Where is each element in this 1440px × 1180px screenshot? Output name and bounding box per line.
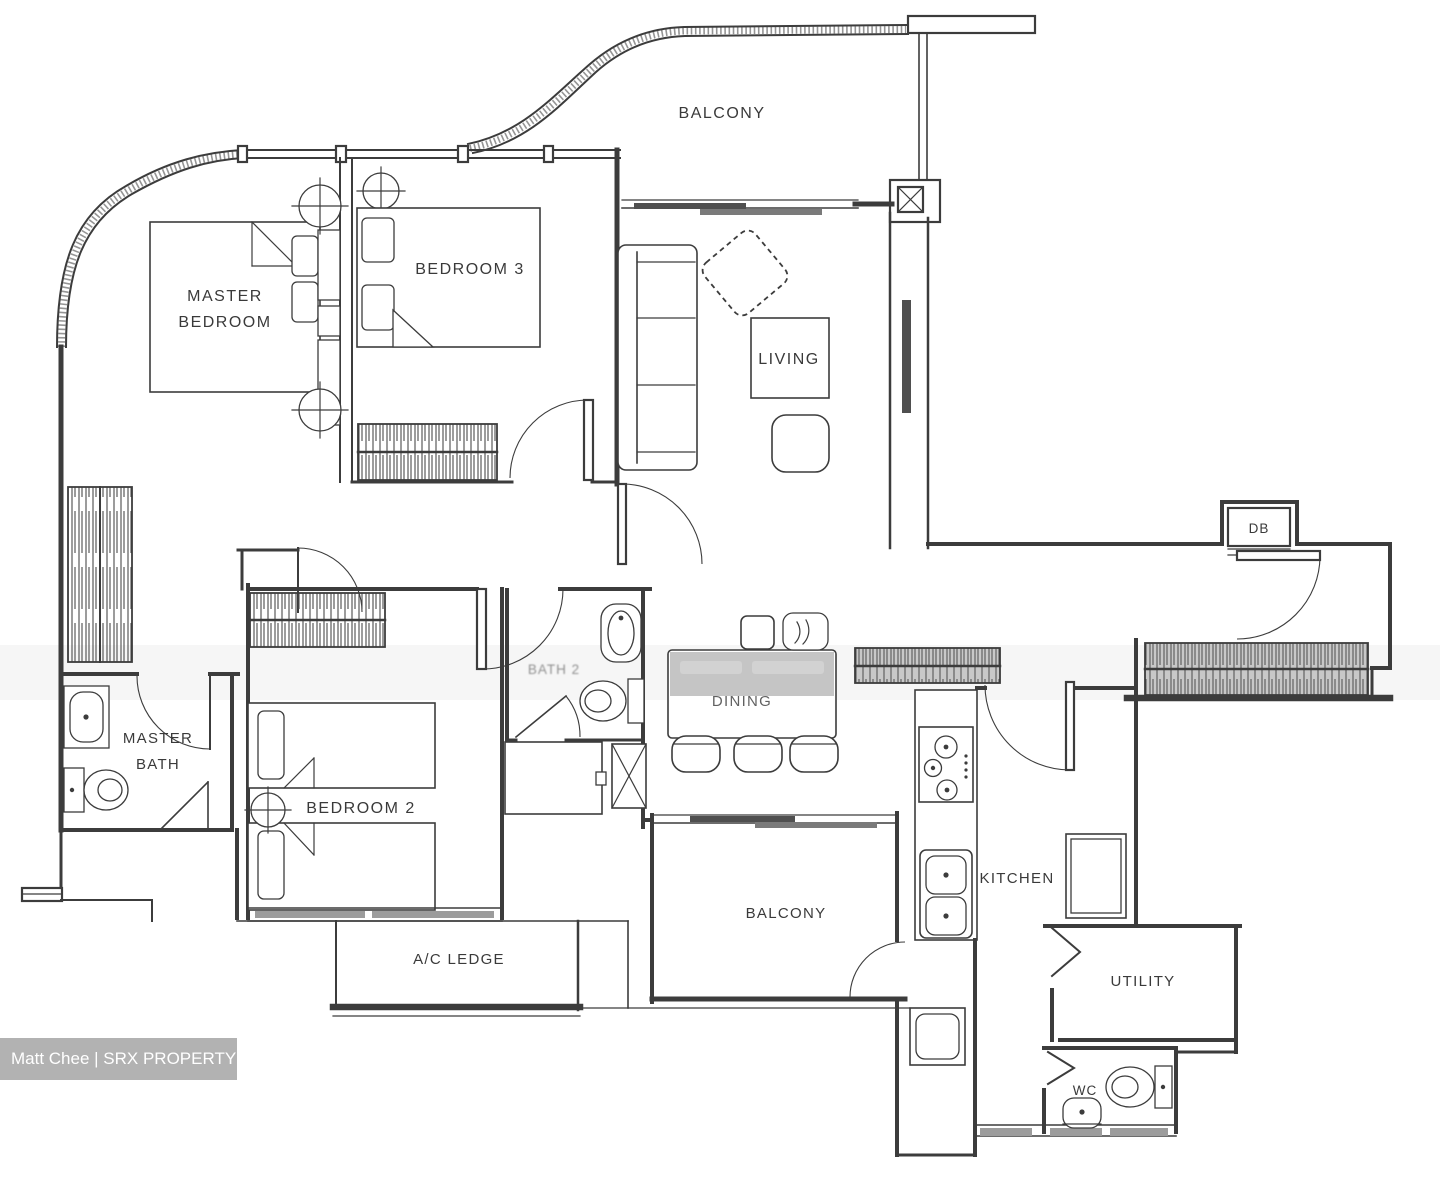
living-room-walls	[614, 147, 930, 550]
shaft-icon	[611, 743, 647, 809]
kitchen-cabinet-icon	[853, 647, 1002, 684]
door-arc	[136, 675, 211, 750]
vanity-sink-icon	[600, 603, 642, 663]
label-wc: WC	[1073, 1083, 1098, 1098]
label-db: DB	[1249, 521, 1270, 536]
coffee-table-icon	[750, 317, 830, 399]
dining-set	[667, 612, 839, 773]
rug-icon	[701, 229, 789, 317]
label-balcony-top: BALCONY	[679, 105, 766, 122]
kitchen	[853, 647, 1138, 941]
chair-icon	[733, 735, 783, 773]
door-leaf	[160, 780, 210, 830]
column-x-icon	[888, 178, 942, 224]
cabinet-icon	[504, 741, 603, 815]
folding-door-icon	[1050, 926, 1082, 978]
toilet-icon	[63, 767, 129, 813]
label-master-bedroom: BEDROOM	[178, 314, 271, 331]
label-dining: DINING	[712, 693, 772, 710]
wardrobe-icon	[1143, 642, 1370, 696]
bedroom2	[244, 583, 652, 922]
door-leaf	[616, 482, 628, 566]
toilet-icon	[579, 678, 645, 724]
fridge-icon	[1065, 833, 1127, 919]
walls-exterior	[20, 14, 1037, 922]
master-bath	[59, 672, 240, 920]
pillow-icon	[257, 710, 285, 780]
toilet-icon	[1105, 1065, 1173, 1109]
door-arc	[482, 588, 564, 670]
stove-icon	[918, 726, 974, 803]
label-kitchen: KITCHEN	[980, 870, 1055, 887]
label-living: LIVING	[758, 351, 819, 368]
door-leaf	[1064, 680, 1076, 772]
sofa-icon	[617, 244, 698, 471]
washing-machine-icon	[909, 1007, 966, 1066]
entrance-corridor	[926, 500, 1394, 924]
label-bedroom2: BEDROOM 2	[306, 800, 416, 817]
label-master-bedroom: MASTER	[187, 288, 263, 305]
bath2	[504, 588, 647, 829]
pillow-icon	[361, 284, 395, 331]
bedroom3-walls	[350, 398, 619, 484]
basin-icon	[1062, 1097, 1102, 1129]
door-arc	[621, 483, 703, 565]
table-item-icon	[740, 615, 775, 650]
room-labels: BALCONY MASTER BEDROOM BEDROOM 3 LIVING …	[123, 105, 1270, 1098]
pillow-icon	[291, 281, 319, 323]
door-arc	[849, 941, 906, 998]
pillow-icon	[257, 830, 285, 900]
column-circle-icon	[356, 166, 406, 216]
divider-wall-wardrobe	[291, 157, 406, 483]
balcony-bottom-walls	[582, 811, 911, 1009]
label-balcony-bottom: BALCONY	[746, 905, 827, 922]
tv-console-icon	[902, 300, 911, 413]
ac-ledge-walls	[236, 919, 629, 1017]
folding-door-icon	[1046, 1050, 1076, 1086]
label-bedroom3: BEDROOM 3	[415, 261, 525, 278]
chair-icon	[671, 735, 721, 773]
column-circle-icon	[291, 381, 349, 439]
utility-wc	[895, 924, 1242, 1157]
label-master-bath: BATH	[136, 756, 180, 773]
watermark-badge: Matt Chee | SRX PROPERTY	[0, 1038, 237, 1080]
master-bedroom-furniture	[67, 221, 321, 663]
db-box	[1226, 506, 1292, 548]
column-circle-icon	[244, 786, 292, 834]
door-leaf	[582, 398, 595, 482]
door-arc	[565, 695, 581, 738]
pillow-icon	[291, 235, 319, 277]
door-arc	[509, 399, 589, 479]
door-arc	[984, 684, 1071, 771]
label-master-bath: MASTER	[123, 730, 193, 747]
door-leaf	[514, 694, 568, 739]
pillow-icon	[361, 217, 395, 263]
column-circle-icon	[291, 177, 349, 235]
armchair-icon	[771, 414, 830, 473]
vanity-sink-icon	[63, 685, 110, 749]
bedroom3-bed-icon	[356, 207, 541, 348]
bed-icon	[247, 702, 436, 789]
entrance-door-arc	[1236, 555, 1321, 640]
double-sink-icon	[919, 849, 973, 939]
foyer-doors	[236, 482, 703, 613]
entrance-door-leaf	[1235, 549, 1322, 562]
bed-icon	[247, 822, 436, 911]
label-utility: UTILITY	[1111, 973, 1176, 990]
label-bath2: BATH 2	[528, 662, 580, 677]
label-ac-ledge: A/C LEDGE	[413, 951, 505, 968]
door-leaf	[475, 587, 488, 671]
table-item-icon	[782, 612, 829, 651]
chair-icon	[789, 735, 839, 773]
